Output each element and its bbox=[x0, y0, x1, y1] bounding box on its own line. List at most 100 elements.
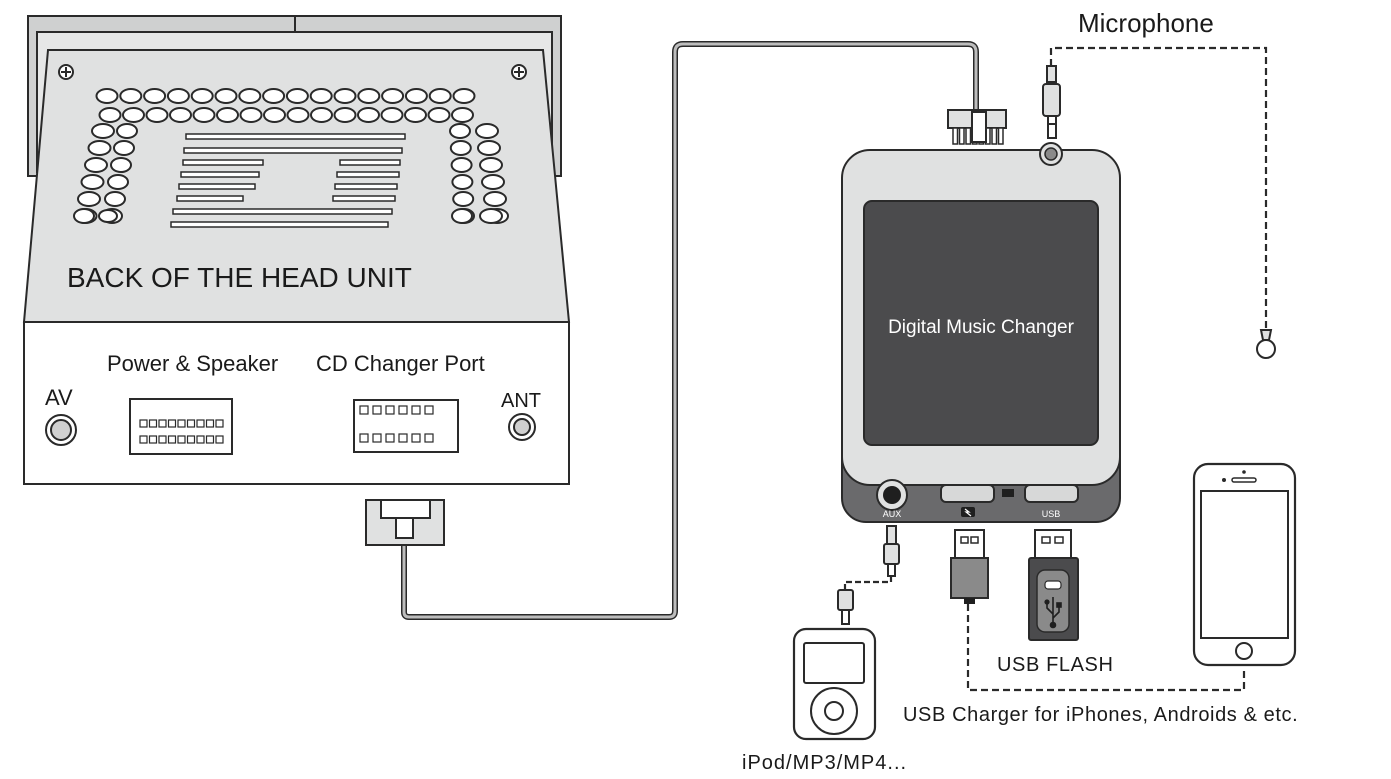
vent-hole bbox=[479, 157, 503, 173]
vent-hole bbox=[192, 107, 216, 123]
vent-hole bbox=[475, 123, 499, 139]
vent-hole bbox=[190, 88, 214, 104]
vent-hole bbox=[404, 88, 428, 104]
vent-hole bbox=[428, 88, 452, 104]
connector-pin bbox=[424, 405, 434, 415]
connector-pin bbox=[167, 435, 177, 444]
ant-port-label: ANT bbox=[501, 390, 541, 412]
ipod-label: iPod/MP3/MP4... bbox=[742, 752, 907, 774]
vent-hole bbox=[77, 191, 101, 207]
vent-hole bbox=[333, 88, 357, 104]
vent-hole bbox=[357, 107, 380, 123]
connector-pin bbox=[139, 419, 148, 428]
connector-pin bbox=[196, 419, 205, 428]
vent-hole bbox=[107, 174, 129, 190]
connector-pin bbox=[215, 435, 224, 444]
vent-hole bbox=[145, 107, 169, 123]
vent-holes bbox=[73, 88, 509, 224]
microphone-icon bbox=[1256, 339, 1276, 359]
connector-pin bbox=[398, 405, 408, 415]
vent-hole bbox=[381, 88, 405, 104]
connector-pin bbox=[205, 419, 215, 428]
vent-hole bbox=[263, 107, 286, 123]
vent-hole bbox=[477, 140, 501, 156]
vent-hole bbox=[216, 107, 239, 123]
aux-cable bbox=[837, 525, 900, 625]
connector-pin bbox=[965, 127, 972, 145]
head-unit-back-label: BACK OF THE HEAD UNIT bbox=[67, 262, 412, 293]
vent-hole bbox=[451, 174, 474, 190]
connector-pin bbox=[385, 433, 395, 443]
vent-hole bbox=[119, 88, 143, 104]
connector-pin bbox=[411, 405, 421, 415]
vent-slots bbox=[170, 133, 406, 228]
vent-hole bbox=[214, 88, 238, 104]
charger-port bbox=[940, 484, 995, 503]
vent-hole bbox=[116, 123, 138, 139]
vent-hole bbox=[449, 140, 472, 156]
vent-hole bbox=[285, 88, 309, 104]
smartphone bbox=[1192, 462, 1297, 667]
home-button-icon bbox=[1235, 642, 1253, 660]
vent-hole bbox=[73, 208, 95, 224]
connector-pin bbox=[398, 433, 408, 443]
vent-hole bbox=[166, 88, 190, 104]
vent-hole bbox=[143, 88, 167, 104]
connector-pin bbox=[139, 435, 148, 444]
connector-pin bbox=[372, 405, 382, 415]
vent-hole bbox=[449, 123, 471, 139]
vent-hole bbox=[262, 88, 286, 104]
vent-hole bbox=[310, 107, 333, 123]
vent-hole bbox=[169, 107, 192, 123]
usb-port-label: USB bbox=[1042, 509, 1061, 519]
vent-hole bbox=[451, 208, 473, 224]
vent-hole bbox=[452, 88, 476, 104]
av-port-label: AV bbox=[45, 385, 73, 410]
connector-pin bbox=[424, 433, 434, 443]
vent-hole bbox=[333, 107, 357, 123]
connector-pin bbox=[148, 419, 158, 428]
digital-music-changer: Digital Music Changer AUX USB bbox=[841, 142, 1121, 523]
connector-pin bbox=[186, 419, 196, 428]
usb-symbol-icon bbox=[1044, 597, 1062, 629]
connector-pin bbox=[991, 127, 998, 145]
connector-pin bbox=[372, 433, 382, 443]
connector-pin bbox=[385, 405, 395, 415]
vent-hole bbox=[450, 157, 473, 173]
cd-changer-cable bbox=[365, 41, 1007, 620]
vent-hole bbox=[483, 191, 507, 207]
connector-pin bbox=[167, 419, 177, 428]
vent-hole bbox=[309, 88, 333, 104]
vent-hole bbox=[84, 157, 108, 173]
vent-hole bbox=[95, 88, 119, 104]
vent-hole bbox=[479, 208, 503, 224]
cd-changer-port-label: CD Changer Port bbox=[316, 351, 485, 376]
connector-pin bbox=[177, 435, 186, 444]
vent-hole bbox=[113, 140, 135, 156]
usb-charger-cable bbox=[950, 529, 1246, 692]
connector-pin bbox=[997, 127, 1004, 145]
vent-hole bbox=[452, 191, 475, 207]
microphone-label: Microphone bbox=[1078, 8, 1214, 38]
connector-pin bbox=[158, 435, 167, 444]
vent-hole bbox=[357, 88, 381, 104]
usb-charger-label: USB Charger for iPhones, Androids & etc. bbox=[903, 704, 1298, 726]
connector-pin bbox=[177, 419, 186, 428]
vent-hole bbox=[80, 174, 105, 190]
vent-hole bbox=[427, 107, 451, 123]
led-indicator bbox=[1002, 489, 1014, 497]
vent-hole bbox=[239, 107, 263, 123]
vent-hole bbox=[380, 107, 404, 123]
connector-pin bbox=[196, 435, 205, 444]
connector-pin bbox=[359, 433, 369, 443]
vent-hole bbox=[404, 107, 427, 123]
cd-changer-connector bbox=[353, 399, 459, 453]
power-speaker-label: Power & Speaker bbox=[107, 351, 278, 376]
vent-hole bbox=[110, 157, 132, 173]
vent-hole bbox=[98, 209, 118, 223]
connector-pin bbox=[952, 127, 959, 145]
vent-hole bbox=[238, 88, 262, 104]
vent-hole bbox=[91, 123, 115, 139]
connector-pin bbox=[205, 435, 215, 444]
